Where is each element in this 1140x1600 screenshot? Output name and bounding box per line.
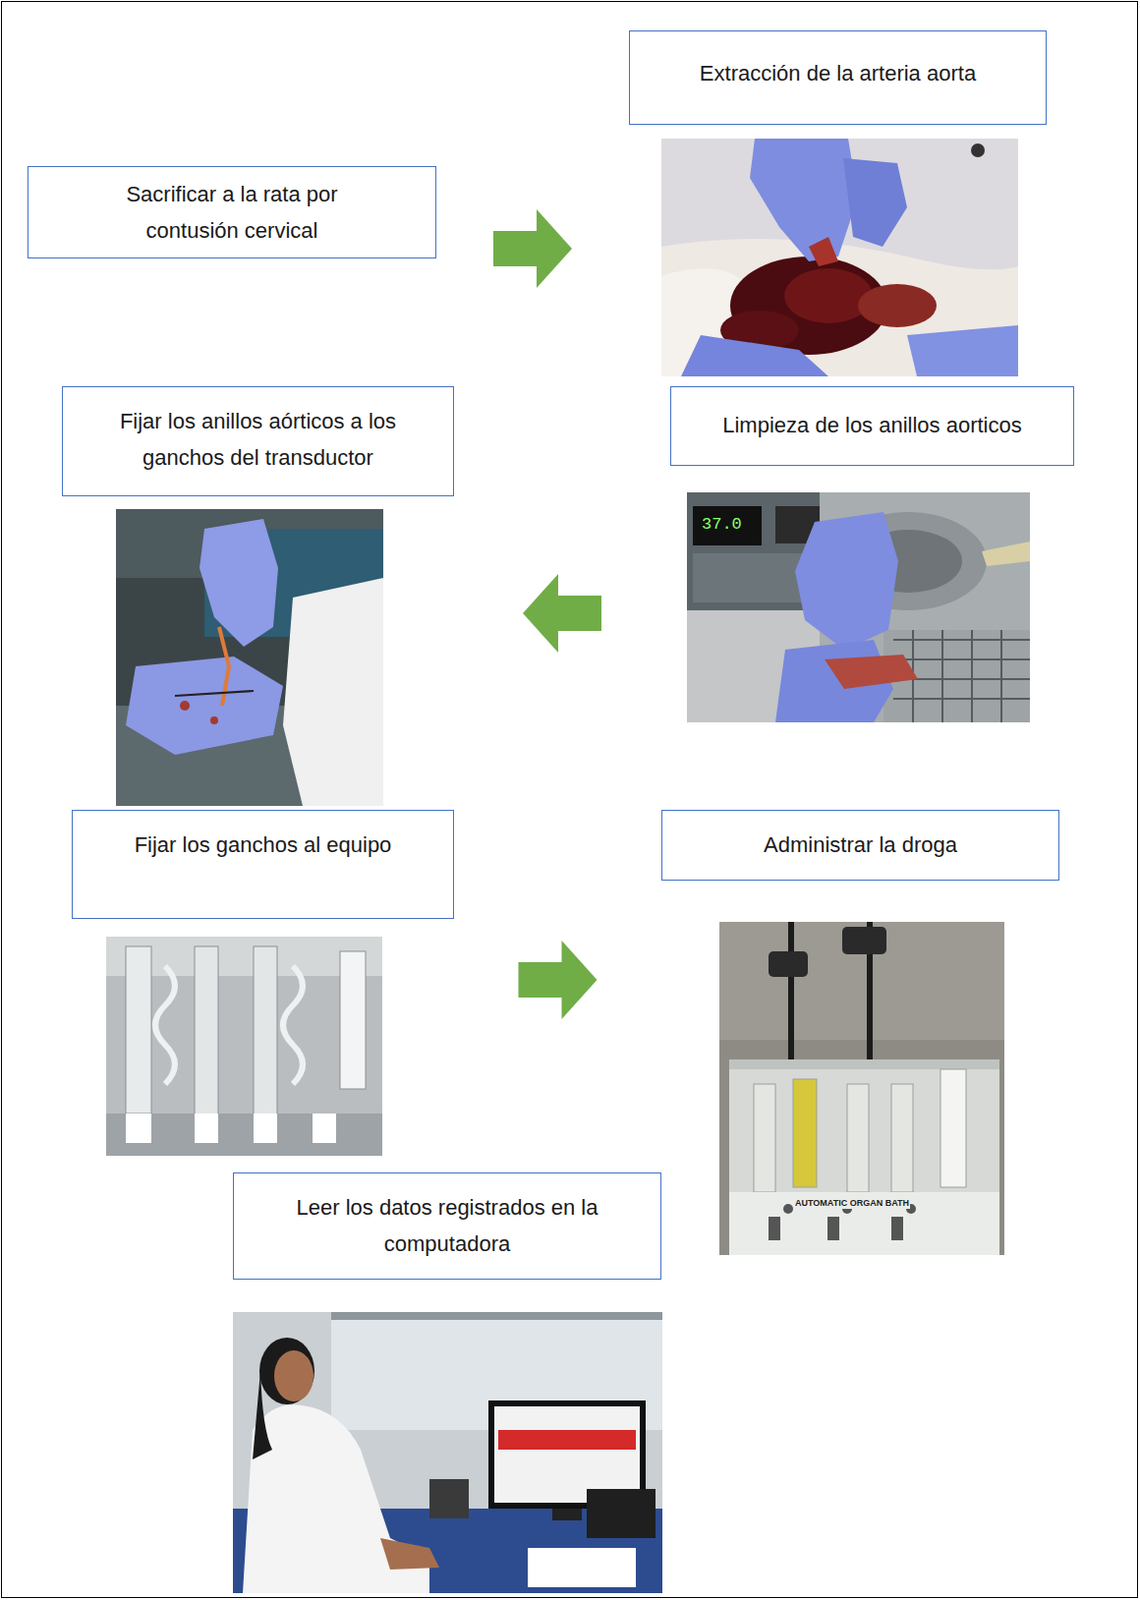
dissection-photo-part	[907, 325, 1019, 377]
display-reading: 37.0	[699, 514, 744, 535]
process-box: Leer los datos registrados en la computa…	[232, 1172, 662, 1280]
box-text: Limpieza de los anillos aorticos	[722, 406, 1023, 444]
hooks-photo-part	[199, 518, 279, 647]
cleaning-photo-part	[686, 492, 1030, 723]
organ-bath-photo-part	[729, 1192, 1000, 1255]
organ-bath-photo-part	[719, 921, 1005, 1255]
dissection-photo-part	[808, 236, 839, 267]
organ-bath-closeup-part	[155, 966, 175, 1084]
organ-bath-closeup-part	[253, 1113, 278, 1143]
organ-bath-closeup-part	[253, 946, 278, 1124]
process-box: Sacrificar a la rata por contusión cervi…	[27, 166, 437, 259]
organ-bath-photo-part	[940, 1069, 967, 1188]
box-text: Leer los datos registrados en la computa…	[265, 1189, 629, 1262]
organ-bath-photo-part	[788, 921, 795, 1070]
hooks-photo-part	[125, 656, 284, 755]
cleaning-photo-part	[692, 506, 762, 546]
dissection-photo-part	[857, 284, 937, 328]
organ-bath-closeup-part	[106, 1113, 383, 1156]
computer-photo-part	[498, 1429, 636, 1450]
computer-photo-part	[252, 1370, 273, 1460]
organ-bath-closeup-part	[283, 966, 303, 1084]
organ-bath-closeup-part	[125, 946, 152, 1114]
cleaning-photo-part	[981, 541, 1030, 567]
box-text: Fijar los ganchos al equipo	[134, 826, 393, 863]
cleaning-photo-part	[795, 512, 899, 650]
organ-bath-photo-part	[719, 921, 1005, 1040]
block-arrow	[493, 209, 572, 288]
process-box: Limpieza de los anillos aorticos	[670, 386, 1075, 466]
box-text: Fijar los anillos aórticos a los ganchos…	[76, 402, 441, 476]
organ-bath-closeup-part	[194, 1113, 219, 1143]
process-box: Extracción de la arteria aorta	[628, 30, 1047, 125]
computer-photo-part	[429, 1479, 469, 1519]
dissection-photo	[661, 138, 1019, 377]
computer-photo-part	[380, 1538, 440, 1570]
computer-photo-part	[331, 1311, 663, 1320]
block-arrow	[522, 573, 602, 653]
dissection-photo-part	[843, 158, 908, 247]
dissection-photo-part	[749, 138, 858, 262]
organ-bath-photo-part	[891, 1083, 913, 1193]
equipment-label: AUTOMATIC ORGAN BATH	[794, 1197, 911, 1209]
process-box: Administrar la droga	[661, 809, 1060, 881]
organ-bath-closeup-part	[194, 946, 219, 1124]
box-text: Extracción de la arteria aorta	[699, 55, 976, 92]
computer-photo-part	[552, 1508, 582, 1521]
organ-bath-photo-part	[842, 926, 887, 955]
organ-bath-closeup-part	[125, 1113, 152, 1143]
organ-bath-photo-part	[753, 1083, 776, 1193]
organ-bath-closeup	[106, 936, 383, 1156]
hooks-photo-part	[283, 577, 384, 806]
organ-bath-photo-part	[891, 1216, 904, 1241]
hooks-photo	[115, 509, 384, 806]
organ-bath-photo-part	[768, 1216, 781, 1241]
dissection-photo-part	[681, 335, 829, 377]
dissection-photo-part	[661, 138, 1019, 377]
organ-bath-closeup-part	[106, 936, 383, 1156]
computer-photo-part	[259, 1337, 315, 1405]
organ-bath-photo-part	[783, 1203, 794, 1214]
organ-bath-closeup-part	[312, 1113, 337, 1143]
computer-photo-part	[274, 1350, 314, 1402]
dissection-photo-part	[970, 143, 985, 158]
organ-bath-closeup-part	[340, 951, 366, 1089]
organ-bath-photo-part	[729, 1059, 1000, 1070]
organ-bath-photo-part	[768, 951, 808, 977]
dissection-photo-part	[661, 238, 1019, 377]
box-text: Administrar la droga	[763, 826, 958, 863]
organ-bath-photo-part	[729, 1059, 1000, 1255]
computer-photo-part	[232, 1311, 663, 1594]
hooks-photo-part	[174, 690, 254, 696]
process-box: Fijar los ganchos al equipo	[71, 809, 455, 919]
hooks-photo-part	[179, 700, 190, 711]
organ-bath-photo-part	[827, 1216, 840, 1241]
computer-photo-part	[494, 1406, 640, 1503]
computer-photo-part	[586, 1488, 656, 1539]
block-arrow	[518, 940, 598, 1020]
dissection-photo-part	[784, 268, 873, 324]
organ-bath-photo-part	[793, 1079, 817, 1188]
hooks-photo-part	[115, 509, 384, 806]
hooks-photo-part	[210, 716, 219, 725]
computer-photo	[232, 1311, 663, 1594]
cleaning-photo-part	[824, 654, 918, 689]
box-text: Sacrificar a la rata por contusión cervi…	[84, 175, 380, 249]
computer-photo-part	[527, 1547, 636, 1588]
process-box: Fijar los anillos aórticos a los ganchos…	[61, 386, 455, 497]
organ-bath-photo-part	[847, 1083, 869, 1193]
